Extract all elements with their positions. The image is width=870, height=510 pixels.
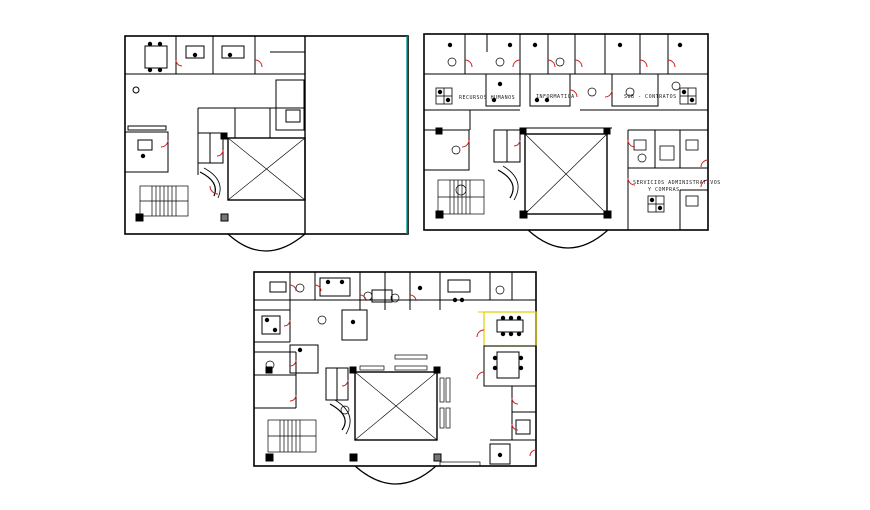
label-y-compras: Y COMPRAS: [648, 187, 680, 193]
floor-plan-bottom: [253, 271, 537, 485]
floor-plan-top-right: [423, 33, 709, 249]
floor-plan-top-left: [124, 35, 409, 252]
label-recursos-humanos: RECURSOS HUMANOS: [459, 95, 515, 101]
label-sub-contratos: SUB - CONTRATOS: [624, 94, 677, 100]
label-informatica: INFORMATICA: [536, 94, 575, 100]
label-servicios-administrativos: SERVICIOS ADMINISTRATIVOS: [633, 180, 721, 186]
